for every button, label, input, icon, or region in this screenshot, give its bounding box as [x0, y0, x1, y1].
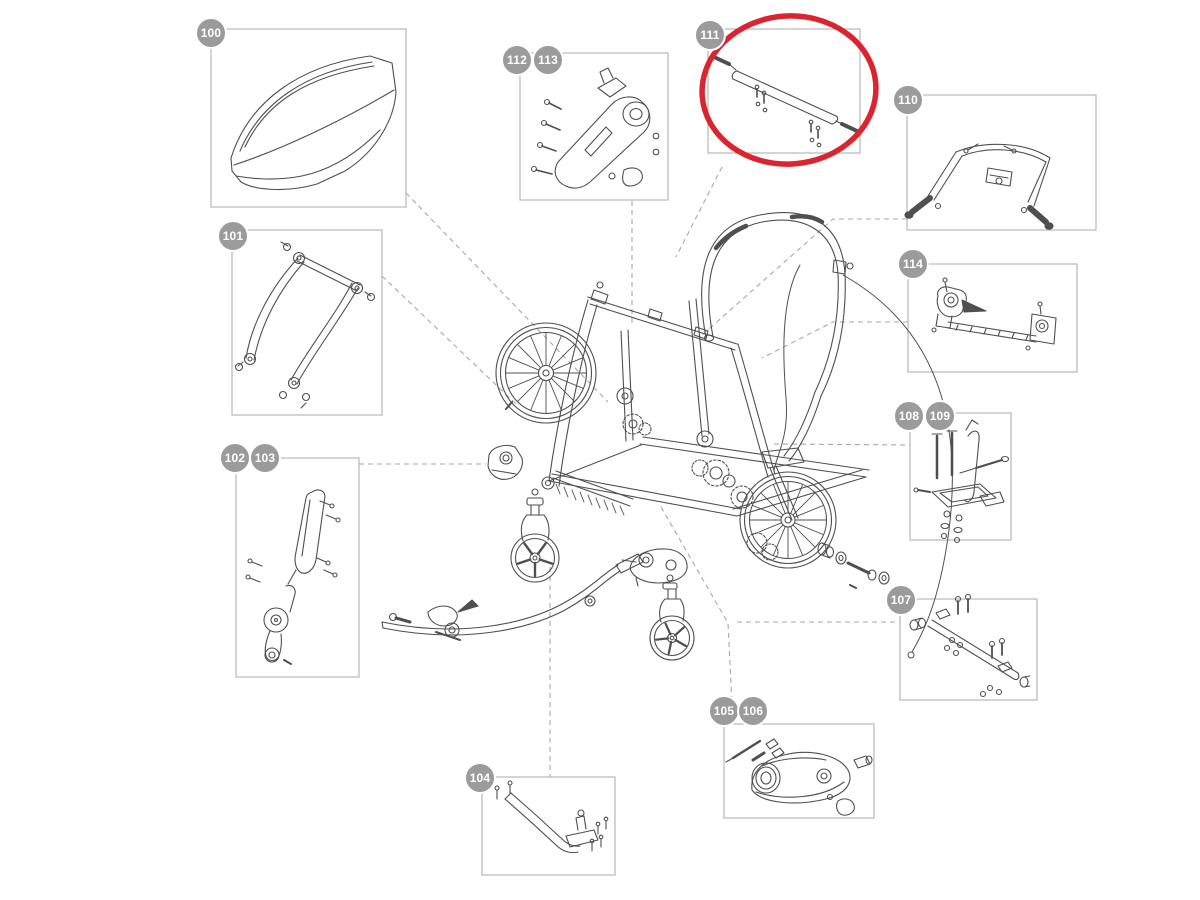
footrest-strip — [552, 470, 634, 516]
part-badge-label: 109 — [929, 409, 951, 423]
part-badge-103[interactable]: 103 — [249, 442, 281, 474]
part-box-108-109[interactable] — [909, 412, 1012, 541]
part-art-101 — [234, 241, 376, 409]
frame-fittings — [541, 281, 779, 561]
part-badge-109[interactable]: 109 — [924, 400, 956, 432]
connector-110 — [700, 218, 907, 337]
connector-100 — [405, 192, 609, 403]
part-art-102-103 — [245, 489, 341, 665]
part-badge-label: 104 — [469, 771, 491, 785]
part-art-114 — [931, 277, 1057, 351]
part-box-101[interactable] — [231, 229, 383, 416]
part-art-108-109 — [913, 419, 1010, 544]
highlight-ellipse — [699, 13, 879, 167]
part-badge-106[interactable]: 106 — [737, 695, 769, 727]
part-art-105-106 — [725, 738, 873, 816]
part-badge-105[interactable]: 105 — [708, 695, 740, 727]
part-badge-label: 114 — [903, 257, 923, 271]
part-badge-104[interactable]: 104 — [464, 762, 496, 794]
brake-cables — [773, 264, 953, 659]
part-badge-100[interactable]: 100 — [195, 17, 227, 49]
part-badge-113[interactable]: 113 — [532, 44, 564, 76]
part-badge-label: 102 — [224, 451, 246, 465]
part-box-107[interactable] — [899, 598, 1038, 701]
part-badge-102[interactable]: 102 — [219, 442, 251, 474]
right-wheel-illustration — [739, 471, 837, 569]
connector-108-109 — [773, 443, 911, 446]
connector-101 — [381, 275, 517, 405]
left-wheel-illustration — [495, 322, 597, 424]
part-box-105-106[interactable] — [723, 723, 875, 819]
front-caster-illustration — [510, 488, 560, 583]
part-badge-107[interactable]: 107 — [885, 584, 917, 616]
part-art-107 — [909, 593, 1031, 698]
part-box-110[interactable] — [906, 94, 1097, 231]
connector-111 — [675, 166, 723, 258]
part-badge-label: 101 — [222, 229, 244, 243]
part-art-100 — [230, 55, 397, 191]
part-box-111[interactable] — [707, 28, 861, 154]
connector-lines — [359, 166, 911, 777]
part-art-104 — [494, 780, 609, 854]
rear-caster-illustration — [649, 574, 695, 661]
part-art-111 — [712, 55, 859, 148]
part-badge-label: 111 — [700, 28, 720, 42]
part-badge-111[interactable]: 111 — [694, 19, 726, 51]
axle-hardware — [817, 542, 890, 589]
part-box-114[interactable] — [907, 263, 1078, 373]
axle-receiver-part — [629, 548, 688, 587]
part-badge-label: 108 — [898, 409, 920, 423]
part-badge-label: 100 — [200, 26, 222, 40]
tow-bar-illustration — [381, 553, 644, 641]
part-box-112-113[interactable] — [519, 52, 669, 201]
part-art-110 — [904, 143, 1054, 230]
connector-105-106 — [660, 506, 734, 725]
frame-bracket-part — [487, 444, 523, 480]
part-art-112-113 — [530, 67, 660, 189]
frame-tubes — [548, 296, 870, 521]
part-badge-label: 110 — [898, 93, 918, 107]
part-badge-112[interactable]: 112 — [501, 44, 533, 76]
part-badge-114[interactable]: 114 — [897, 248, 929, 280]
main-assembly-illustration — [381, 212, 953, 661]
connector-114 — [761, 321, 908, 359]
part-badge-label: 105 — [713, 704, 735, 718]
part-badge-label: 106 — [742, 704, 764, 718]
part-badge-110[interactable]: 110 — [892, 84, 924, 116]
part-badge-label: 113 — [538, 53, 558, 67]
part-badge-101[interactable]: 101 — [217, 220, 249, 252]
part-badge-label: 107 — [890, 593, 912, 607]
part-box-102-103[interactable] — [235, 457, 360, 678]
handlebar-illustration — [701, 212, 854, 462]
part-badge-108[interactable]: 108 — [893, 400, 925, 432]
part-badge-label: 112 — [507, 53, 527, 67]
part-badge-label: 103 — [254, 451, 276, 465]
